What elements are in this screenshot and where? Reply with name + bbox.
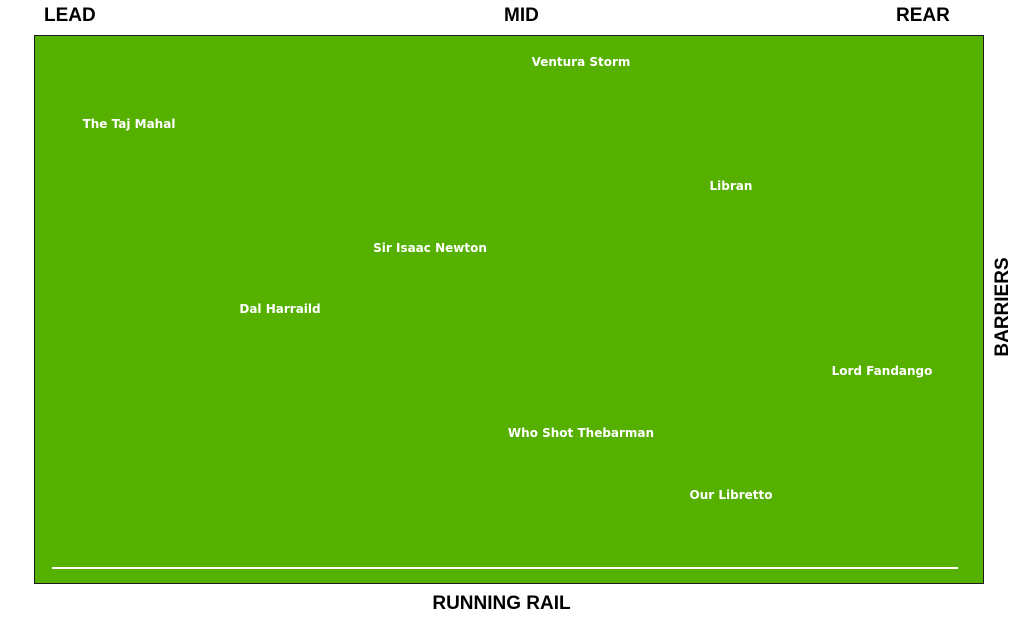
horse-label-sir-isaac-newton: Sir Isaac Newton xyxy=(373,241,487,255)
race-field: Ventura Storm The Taj Mahal Libran Sir I… xyxy=(34,35,984,584)
running-rail-line xyxy=(52,567,958,569)
horse-label-ventura-storm: Ventura Storm xyxy=(531,55,631,69)
barriers-label: BARRIERS xyxy=(992,257,1013,357)
horse-label-the-taj-mahal: The Taj Mahal xyxy=(82,117,176,131)
horse-label-lord-fandango: Lord Fandango xyxy=(831,364,933,378)
running-rail-label: RUNNING RAIL xyxy=(432,593,571,614)
mid-label: MID xyxy=(504,5,539,26)
horse-label-dal-harraild: Dal Harraild xyxy=(239,302,321,316)
horse-label-who-shot-thebarman: Who Shot Thebarman xyxy=(507,426,655,440)
horse-label-libran: Libran xyxy=(709,179,753,193)
lead-label: LEAD xyxy=(44,5,96,26)
horse-label-our-libretto: Our Libretto xyxy=(689,488,773,502)
rear-label: REAR xyxy=(896,5,950,26)
